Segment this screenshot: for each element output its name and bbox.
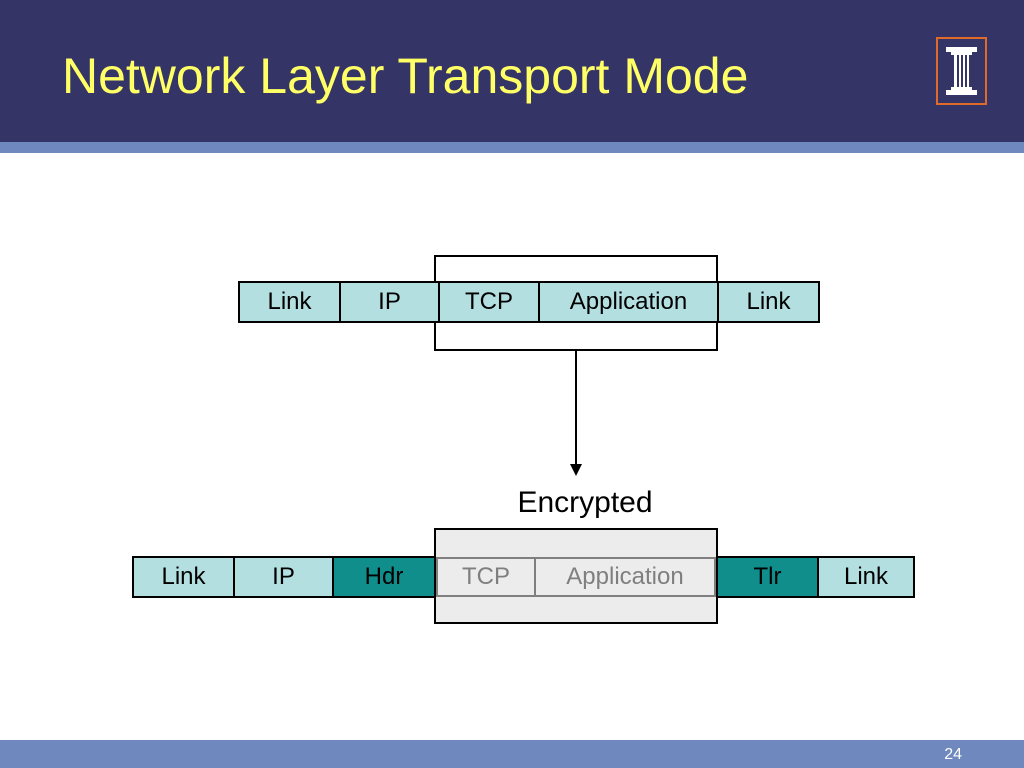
encrypted-application-data: Application: [534, 557, 716, 597]
protected-ip-header: IP: [233, 556, 334, 598]
protected-link-trailer: Link: [817, 556, 915, 598]
original-link-header: Link: [238, 281, 341, 323]
page-number: 24: [944, 746, 962, 763]
slide-header: [0, 0, 1024, 142]
original-link-trailer: Link: [717, 281, 820, 323]
encrypted-label: Encrypted: [517, 486, 653, 519]
slide-footer: 24: [0, 740, 1024, 768]
ipsec-trailer: Tlr: [716, 556, 819, 598]
original-tcp-segment: TCP: [438, 281, 540, 323]
protected-link-header: Link: [132, 556, 235, 598]
ipsec-header: Hdr: [332, 556, 436, 598]
original-application-data: Application: [538, 281, 719, 323]
encryption-arrow: [570, 350, 582, 476]
original-ip-header: IP: [339, 281, 440, 323]
slide-title: Network Layer Transport Mode: [62, 48, 749, 104]
encrypted-tcp-segment: TCP: [436, 557, 536, 597]
university-logo-icon: [936, 37, 987, 105]
header-stripe: [0, 142, 1024, 153]
